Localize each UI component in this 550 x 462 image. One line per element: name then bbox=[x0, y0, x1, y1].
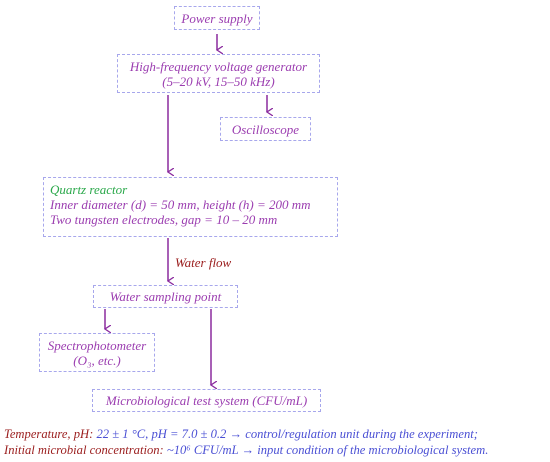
node-spectrophotometer: Spectrophotometer (O₃, etc.) bbox=[39, 333, 155, 372]
footer-concentration-label: Initial microbial concentration: bbox=[4, 443, 164, 457]
spectro-subtitle: (O₃, etc.) bbox=[73, 352, 121, 368]
microtest-label: Microbiological test system (CFU/mL) bbox=[105, 393, 308, 408]
generator-specs: (5–20 kV, 15–50 kHz) bbox=[162, 73, 275, 89]
node-sampling-point: Water sampling point bbox=[93, 285, 238, 308]
node-oscilloscope: Oscilloscope bbox=[220, 117, 311, 141]
footer-temperature-value: 22 ± 1 °C, pH = 7.0 ± 0.2 → control/regu… bbox=[93, 427, 478, 441]
footer-concentration-note: Initial microbial concentration: ~10⁶ CF… bbox=[4, 443, 488, 458]
reactor-electrodes: Two tungsten electrodes, gap = 10 – 20 m… bbox=[50, 212, 278, 227]
node-power-supply: Power supply bbox=[174, 6, 260, 30]
power-supply-label: Power supply bbox=[181, 10, 253, 26]
spectro-title: Spectrophotometer bbox=[47, 337, 147, 353]
sampling-point-label: Water sampling point bbox=[109, 289, 222, 304]
node-generator: High-frequency voltage generator (5–20 k… bbox=[117, 54, 320, 93]
reactor-dimensions: Inner diameter (d) = 50 mm, height (h) =… bbox=[50, 197, 311, 212]
generator-title: High-frequency voltage generator bbox=[129, 58, 308, 74]
footer-temperature-label: Temperature, pH: bbox=[4, 427, 94, 441]
water-flow-label: Water flow bbox=[175, 255, 232, 270]
footer-temperature-note: Temperature, pH: 22 ± 1 °C, pH = 7.0 ± 0… bbox=[4, 427, 478, 442]
footer-concentration-value: ~10⁶ CFU/mL → input condition of the mic… bbox=[163, 443, 489, 457]
node-quartz-reactor: Quartz reactor Inner diameter (d) = 50 m… bbox=[43, 177, 338, 237]
node-microbiological-test: Microbiological test system (CFU/mL) bbox=[92, 389, 321, 412]
oscilloscope-label: Oscilloscope bbox=[231, 121, 300, 137]
reactor-title: Quartz reactor bbox=[50, 182, 128, 197]
